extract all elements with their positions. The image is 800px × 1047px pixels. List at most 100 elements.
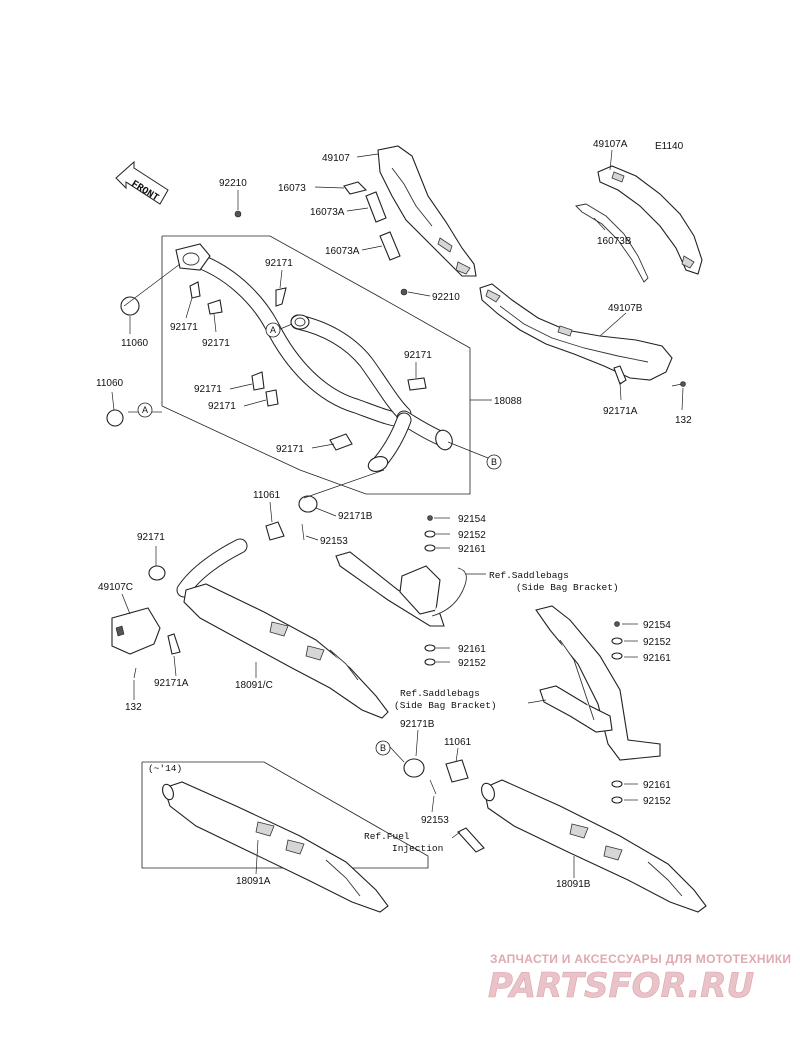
label-49107: 49107 bbox=[322, 153, 350, 164]
label-92210-b: 92210 bbox=[432, 292, 460, 303]
gasket-11061-lower bbox=[445, 759, 469, 783]
label-92171-6: 92171 bbox=[208, 401, 236, 412]
label-11060-1: 11060 bbox=[121, 338, 149, 349]
label-92171-5: 92171 bbox=[194, 384, 222, 395]
label-92171-8: 92171 bbox=[137, 532, 165, 543]
label-16073: 16073 bbox=[278, 183, 306, 194]
part-labels: 49107 16073 16073A 16073A 49107A 16073B … bbox=[96, 139, 692, 890]
clamp-92171B-lower bbox=[403, 758, 425, 778]
label-92171-3: 92171 bbox=[202, 338, 230, 349]
label-92161-3: 92161 bbox=[643, 653, 671, 664]
label-92152-4: 92152 bbox=[643, 796, 671, 807]
label-92171-4: 92171 bbox=[404, 350, 432, 361]
spacer-16073A-lower bbox=[379, 231, 401, 261]
exhaust-pipe-rear bbox=[290, 314, 412, 422]
label-92154-2: 92154 bbox=[643, 620, 671, 631]
label-92171B-2: 92171B bbox=[400, 719, 435, 730]
svg-text:A: A bbox=[142, 405, 148, 415]
heat-shield-strip-16073B bbox=[575, 203, 649, 283]
year-note: (~'14) bbox=[148, 763, 182, 774]
label-92152-3: 92152 bbox=[643, 637, 671, 648]
stud-92171-2 bbox=[275, 287, 287, 307]
svg-text:A: A bbox=[270, 325, 276, 335]
label-16073A-2: 16073A bbox=[325, 246, 360, 257]
label-92171-2: 92171 bbox=[265, 258, 293, 269]
spacer-16073A-upper bbox=[365, 191, 387, 223]
stud-92171-3 bbox=[407, 377, 427, 391]
watermark: ЗАПЧАСТИ И АКСЕССУАРЫ ДЛЯ МОТОТЕХНИКИ PA… bbox=[488, 952, 791, 1006]
end-cap-49107C bbox=[111, 607, 161, 655]
nut-92210-a bbox=[234, 210, 242, 218]
saddlebag-bracket-lower bbox=[535, 605, 661, 804]
label-132-bottom: 132 bbox=[125, 702, 142, 713]
label-16073A-1: 16073A bbox=[310, 207, 345, 218]
clamp-92171-6 bbox=[329, 433, 353, 451]
leader-lines bbox=[111, 149, 684, 878]
label-92161-1: 92161 bbox=[458, 544, 486, 555]
label-92161-4: 92161 bbox=[643, 780, 671, 791]
heat-shield-49107A bbox=[597, 165, 703, 275]
stud-92171-1b bbox=[207, 299, 223, 315]
label-92171B-1: 92171B bbox=[338, 511, 373, 522]
watermark-logo: PARTSFOR.RU bbox=[488, 966, 754, 1006]
label-92210-a: 92210 bbox=[219, 178, 247, 189]
label-16073B: 16073B bbox=[597, 236, 632, 247]
muffler-18091B bbox=[481, 779, 707, 913]
gasket-11060-a bbox=[120, 296, 140, 316]
screw-132-top bbox=[671, 381, 686, 387]
label-11061-2: 11061 bbox=[444, 737, 472, 748]
heat-shield-49107B bbox=[479, 283, 673, 381]
label-92154-1: 92154 bbox=[458, 514, 486, 525]
label-92161-2: 92161 bbox=[458, 644, 486, 655]
diagram-code: E1140 bbox=[655, 141, 684, 152]
clamp-92171A-top bbox=[613, 365, 627, 385]
ref-fuel-line2: Injection bbox=[392, 843, 443, 854]
label-49107B: 49107B bbox=[608, 303, 643, 314]
gasket-11061-upper bbox=[265, 521, 285, 541]
pipe-assembly-frame bbox=[161, 235, 471, 495]
y-pipe-outlet bbox=[367, 410, 453, 472]
muffler-18091C bbox=[176, 538, 389, 719]
callout-B-2: B bbox=[375, 740, 391, 756]
label-92152-1: 92152 bbox=[458, 530, 486, 541]
label-92171A-top: 92171A bbox=[603, 406, 638, 417]
svg-text:B: B bbox=[380, 743, 386, 753]
callout-A-1: A bbox=[265, 322, 281, 338]
clamp-92171A-bottom bbox=[167, 633, 181, 655]
clip-16073 bbox=[343, 181, 368, 195]
flange-rear bbox=[290, 314, 310, 330]
label-132-top: 132 bbox=[675, 415, 692, 426]
bolt-92153-upper bbox=[301, 523, 305, 541]
stud-92171-5 bbox=[265, 389, 279, 407]
stud-92171-4 bbox=[251, 371, 265, 391]
screw-132-bottom bbox=[133, 667, 137, 679]
label-18091A: 18091A bbox=[236, 876, 271, 887]
label-92153-1: 92153 bbox=[320, 536, 348, 547]
callout-B-1: B bbox=[486, 454, 502, 470]
saddlebag-bracket-upper bbox=[335, 515, 467, 666]
label-49107C: 49107C bbox=[98, 582, 133, 593]
watermark-tagline: ЗАПЧАСТИ И АКСЕССУАРЫ ДЛЯ МОТОТЕХНИКИ bbox=[490, 952, 791, 966]
clamp-92171B-upper bbox=[298, 495, 318, 513]
clamp-92171-8 bbox=[148, 565, 166, 581]
ref-fuel-line1: Ref.Fuel bbox=[364, 831, 410, 842]
label-92171-7: 92171 bbox=[276, 444, 304, 455]
label-49107A: 49107A bbox=[593, 139, 628, 150]
label-92171A-bottom: 92171A bbox=[154, 678, 189, 689]
label-11060-2: 11060 bbox=[96, 378, 124, 389]
reference-notes: Ref.Saddlebags (Side Bag Bracket) Ref.Sa… bbox=[148, 570, 619, 854]
nut-92210-b bbox=[400, 288, 408, 296]
svg-text:B: B bbox=[491, 457, 497, 467]
stud-92171-1a bbox=[189, 281, 201, 299]
front-arrow-icon: FRONT bbox=[115, 160, 169, 205]
ref-saddlebags-2-line2: (Side Bag Bracket) bbox=[394, 700, 497, 711]
label-18091C: 18091/C bbox=[235, 680, 273, 691]
flange-front bbox=[175, 243, 211, 271]
label-18091B: 18091B bbox=[556, 879, 591, 890]
ref-saddlebags-2-line1: Ref.Saddlebags bbox=[400, 688, 480, 699]
muffler-18091A bbox=[162, 781, 389, 913]
muffler-18091A-frame bbox=[141, 761, 429, 869]
exhaust-pipe-front bbox=[182, 250, 412, 428]
label-92153-2: 92153 bbox=[421, 815, 449, 826]
